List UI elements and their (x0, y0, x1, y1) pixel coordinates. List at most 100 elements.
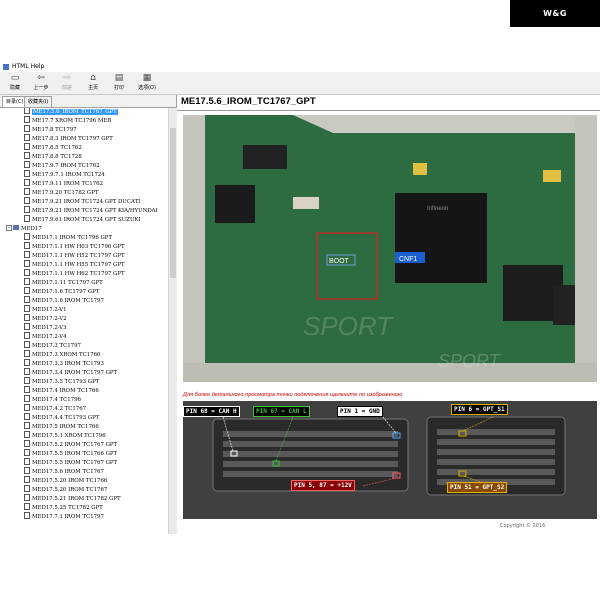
options-button-label: 选项(O) (138, 85, 156, 91)
nav-tabs: 目录(C) 收藏夹(I) (0, 95, 176, 108)
tree-item[interactable]: MED17.3.4 IROM TC1797 GPT (24, 368, 118, 378)
tree-item[interactable]: MED17.1.6 IROM TC1797 (24, 296, 104, 306)
tree-item[interactable]: MED17.5.5 IROM TC1766 GPT (24, 449, 117, 459)
tree-item-label: MED17.1.1 HW H03 TC1796 GPT (32, 244, 125, 250)
tree-item[interactable]: MED17.4.4 TC1793 GPT (24, 413, 99, 423)
tree-item[interactable]: ME17.9.20 TC1782 GPT (24, 188, 98, 198)
print-button[interactable]: ▤打印 (106, 74, 132, 93)
forward-button[interactable]: ⇨前进 (54, 74, 80, 93)
page-icon (24, 404, 30, 411)
copyright-text: Copyright © 2016 (500, 523, 546, 529)
tree-item[interactable]: MED17.3 XROM TC1766 (24, 350, 100, 360)
tree-item[interactable]: ME17.8.3 IROM TC1797 GPT (24, 134, 113, 144)
tree-item[interactable]: MED17.2-V3 (24, 323, 67, 333)
tree-item[interactable]: MED17.5.20 IROM TC1767 (24, 485, 107, 495)
tree-item-label: ME17.8.8 TC1728 (32, 154, 82, 160)
tree-item[interactable]: MED17.4.2 TC1767 (24, 404, 86, 414)
tree-item[interactable]: ME17.9.7.1 IROM TC1724 (24, 170, 105, 180)
page-icon (24, 269, 30, 276)
page-icon (24, 161, 30, 168)
tree-item-label: MED17.5.20 IROM TC1766 (32, 478, 108, 484)
tree-item[interactable]: MED17.5.2 IROM TC1767 GPT (24, 440, 117, 450)
page-icon (24, 278, 30, 285)
tree-item[interactable]: MED17.1.1 HW H55 TC1797 GPT (24, 260, 125, 270)
connector-image[interactable]: PIN 68 = CAN H PIN 67 = CAN L PIN 1 = GN… (183, 401, 597, 519)
tree-item[interactable]: MED17.1.1 HW H52 TC1797 GPT (24, 251, 125, 261)
tree-item[interactable]: MED17.1 IROM TC1796 GPT (24, 233, 112, 243)
tree-item[interactable]: ME17.9.21 IROM TC1724 GPT DUCATI (24, 197, 141, 207)
tree-item[interactable]: ME17.9.7 IROM TC1762 (24, 161, 100, 171)
page-icon (24, 431, 30, 438)
page-icon (24, 125, 30, 132)
pcb-watermark: SPORT (303, 311, 394, 341)
page-icon (24, 296, 30, 303)
image-note: Для более детального просмотра точки под… (183, 392, 403, 398)
scrollbar-thumb[interactable] (170, 128, 176, 278)
tree-item-label: MED17.5 IROM TC1766 (32, 424, 99, 430)
tree-item-label: MED17.3.4 IROM TC1797 GPT (32, 370, 118, 376)
tree-item[interactable]: MED17.2-V2 (24, 314, 67, 324)
tree-item[interactable]: MED17.5 IROM TC1766 (24, 422, 99, 432)
tree-item[interactable]: ME17.5.6_IROM_TC1767_GPT (24, 108, 118, 117)
page-icon (24, 116, 30, 123)
tree-item-label: MED17.1.1 HW H55 TC1797 GPT (32, 262, 125, 268)
tree-item[interactable]: MED17.4 TC1796 (24, 395, 81, 405)
tree-item-label: MED17.2-V4 (32, 334, 67, 340)
tree-item[interactable]: MED17.5.21 IROM TC1782 GPT (24, 494, 121, 504)
window-title-bar: HTML Help (0, 62, 600, 72)
ecu-board-image[interactable]: Infineon BOOT CNF1 SPORT SPORT (183, 115, 597, 382)
page-icon (24, 233, 30, 240)
back-button[interactable]: ⇦上一步 (28, 74, 54, 93)
tree-item[interactable]: ME17.9.21 IROM TC1724 GPT KIA/HYUNDAI (24, 206, 158, 216)
tree-item[interactable]: MED17.5.25 TC1782 GPT (24, 503, 103, 513)
tree-item[interactable]: MED17.1.1 HW H03 TC1796 GPT (24, 242, 125, 252)
options-button[interactable]: ▦ 选项(O) (132, 74, 162, 93)
tree-item[interactable]: MED17.5.5 IROM TC1767 GPT (24, 458, 117, 468)
tree-item[interactable]: MED17.5.6 IROM TC1767 (24, 467, 104, 477)
page-icon (24, 341, 30, 348)
window-title: HTML Help (12, 63, 45, 70)
tree-item-label: MED17.4 IROM TC1766 (32, 388, 99, 394)
book-icon (13, 225, 19, 230)
tree-item[interactable]: MED17.2-V4 (24, 332, 67, 342)
tree-item-label: ME17.8.5 TC1762 (32, 145, 82, 151)
tree-item[interactable]: MED17.3.3 IROM TC1793 (24, 359, 104, 369)
tree-item[interactable]: MED17.5.20 IROM TC1766 (24, 476, 108, 486)
tree-item-label: ME17.9.21 IROM TC1724 GPT DUCATI (32, 199, 141, 205)
tree-item[interactable]: MED17.4 IROM TC1766 (24, 386, 99, 396)
tree-item-label: ME17.9.61 IROM TC1724 GPT SUZUKI (32, 217, 141, 223)
help-window-icon (3, 63, 9, 70)
tree-item[interactable]: ME17.8.5 TC1762 (24, 143, 82, 153)
tree-item[interactable]: ME17.8 TC1797 (24, 125, 77, 135)
tree-item[interactable]: MED17.5.1 XROM TC1796 (24, 431, 106, 441)
tree-item[interactable]: MED17.3 TC1797 (24, 341, 81, 351)
tab-favorites[interactable]: 收藏夹(I) (24, 96, 53, 107)
tree-item[interactable]: ME17.8.8 TC1728 (24, 152, 82, 162)
tree-folder[interactable]: −MED17 (6, 224, 42, 234)
connector-drawing (183, 401, 597, 519)
tree-item[interactable]: MED17.1.6 TC1797 GPT (24, 287, 99, 297)
page-icon (24, 395, 30, 402)
tree-item-label: MED17.4 TC1796 (32, 397, 81, 403)
tree-item[interactable]: MED17.2-V1 (24, 305, 67, 315)
tree-item[interactable]: ME17.9.61 IROM TC1724 GPT SUZUKI (24, 215, 141, 225)
tree-item-label: MED17.5.21 IROM TC1782 GPT (32, 496, 121, 502)
home-button[interactable]: ⌂主页 (80, 74, 106, 93)
tree-item[interactable]: ME17.7 XROM TC1796 MEB (24, 116, 111, 126)
tree-item[interactable]: MED17.1.1 HW H62 TC1797 GPT (24, 269, 125, 279)
tree-item[interactable]: MED17.1.11 TC1797 GPT (24, 278, 103, 288)
hide-button[interactable]: ▭隐藏 (2, 74, 28, 93)
collapse-icon[interactable]: − (6, 224, 12, 231)
tree-item[interactable]: MED17.7.1 IROM TC1797 (24, 512, 104, 522)
tree-scrollbar[interactable] (168, 108, 177, 534)
page-icon (24, 485, 30, 492)
page-icon (24, 377, 30, 384)
page-icon (24, 287, 30, 294)
page-icon (24, 108, 30, 114)
options-icon: ▦ (142, 73, 152, 83)
page-icon (24, 368, 30, 375)
tree-item[interactable]: ME17.9.11 IROM TC1762 (24, 179, 103, 189)
page-icon (24, 134, 30, 141)
tree-item[interactable]: MED17.3.5 TC1793 GPT (24, 377, 99, 387)
boot-label: BOOT (329, 258, 350, 265)
